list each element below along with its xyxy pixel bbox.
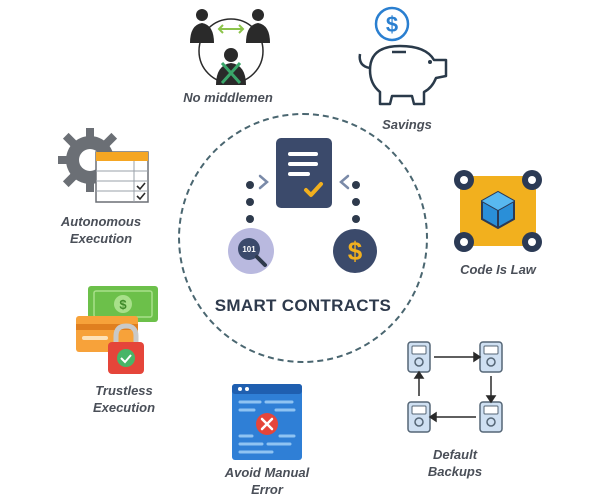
right-dot-connector bbox=[352, 181, 360, 223]
center-title: SMART CONTRACTS bbox=[214, 296, 392, 315]
gear-checklist-icon bbox=[58, 128, 149, 203]
center-ring bbox=[178, 113, 428, 363]
label-autonomous-execution: Autonomous Execution bbox=[60, 214, 142, 246]
binary-search-icon: 101 bbox=[228, 228, 274, 274]
chevron-right-icon bbox=[258, 174, 269, 190]
label-no-middlemen: No middlemen bbox=[183, 90, 273, 105]
label-trustless-execution: Trustless Execution bbox=[92, 383, 156, 415]
dollar-glyph: $ bbox=[348, 236, 363, 266]
left-dot-connector bbox=[246, 181, 254, 223]
label-avoid-manual-error: Avoid Manual Error bbox=[224, 465, 310, 497]
binary-digits: 101 bbox=[242, 245, 256, 254]
svg-text:$: $ bbox=[119, 297, 127, 312]
label-savings: Savings bbox=[382, 117, 432, 132]
piggy-bank-icon: $ bbox=[358, 6, 448, 106]
label-default-backups: Default Backups bbox=[427, 447, 483, 479]
code-error-window-icon bbox=[232, 384, 302, 460]
dollar-coin-icon: $ bbox=[333, 229, 377, 273]
people-network-icon bbox=[190, 9, 270, 85]
money-lock-icon: $ bbox=[76, 286, 158, 374]
svg-text:$: $ bbox=[386, 12, 398, 37]
chevron-left-icon bbox=[339, 174, 350, 190]
backup-drives-icon bbox=[407, 341, 503, 433]
blockchain-gears-icon bbox=[454, 170, 542, 252]
contract-document-icon bbox=[276, 138, 332, 208]
label-code-is-law: Code Is Law bbox=[460, 262, 536, 277]
